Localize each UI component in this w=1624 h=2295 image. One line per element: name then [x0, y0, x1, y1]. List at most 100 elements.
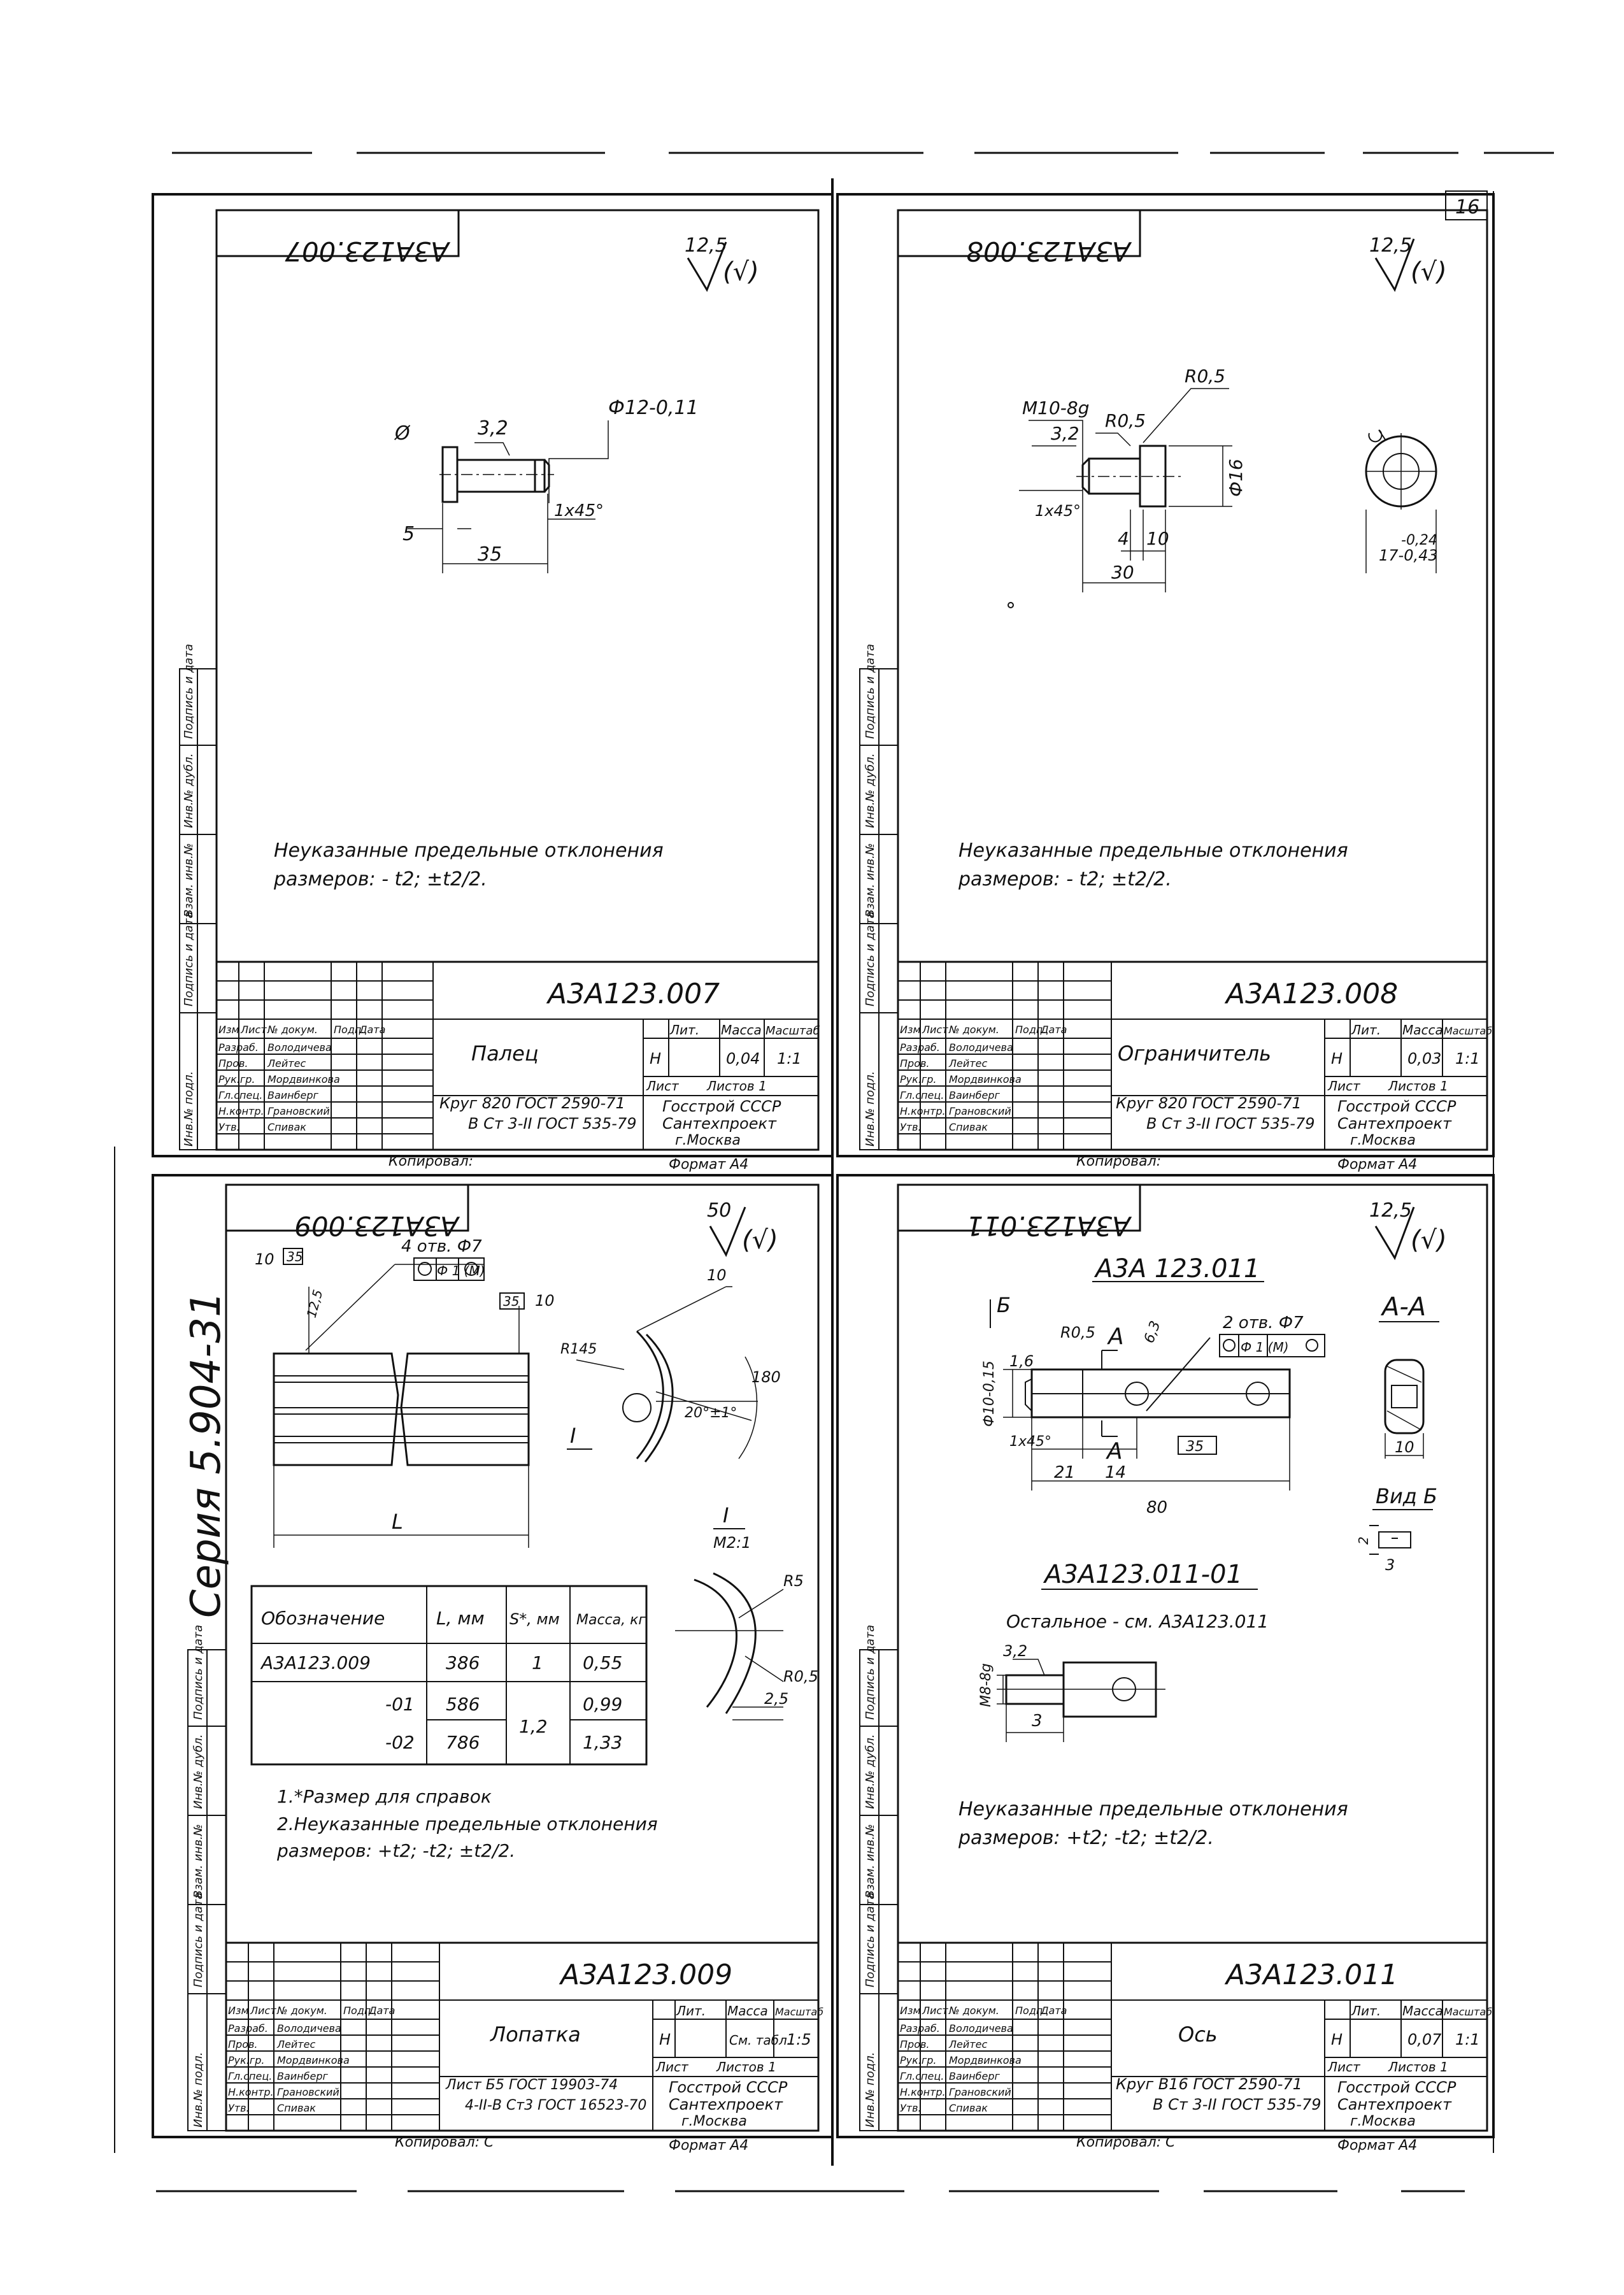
- stamp-text: Утв.: [228, 2102, 250, 2114]
- dim-12: 12,5: [304, 1288, 326, 1319]
- stamp-roles: Разраб. Пров. Рук.гр. Гл.спец. Н.контр. …: [228, 2022, 274, 2114]
- stamp-text: Володичева: [277, 2022, 341, 2034]
- copied-label: Копировал:: [1076, 2134, 1161, 2150]
- material-1: Лист Б5 ГОСТ 19903-74: [445, 2077, 618, 2093]
- format-label: Формат А4: [1337, 1157, 1417, 1173]
- copied-label: Копировал:: [395, 2134, 480, 2150]
- side-labels-q4: Инв.№ подл. Подпись и дата Взам. инв.№ И…: [864, 1625, 877, 2127]
- dim-dia: Ф16: [1225, 459, 1246, 497]
- format-label: Формат А4: [1337, 2138, 1417, 2154]
- dim-180: 180: [751, 1368, 781, 1386]
- title-code: А3А123.008: [1224, 978, 1398, 1010]
- table-cell: 786: [446, 1732, 480, 1753]
- title-code: А3А123.009: [559, 1959, 732, 1991]
- part-view-lopatka: 4 отв. Ф7 Ф 1 (М) 10 35 12,5 35 10 L 10 …: [255, 1237, 818, 1720]
- title-block-011: А3А123.011 Ось Лит. Масса Масштаб Н 0,07…: [897, 1941, 1492, 2132]
- stamp-text: Изм: [218, 1024, 239, 1036]
- page-number-box: 16: [1445, 190, 1488, 220]
- code-mirrored: А3А123.009: [294, 1210, 460, 1241]
- dim-r2: R0,5: [1185, 366, 1225, 387]
- stamp-text: Инв.№ дубл.: [182, 754, 196, 828]
- material-1: Круг 820 ГОСТ 2590-71: [439, 1094, 625, 1112]
- stamp-text: Рук.гр.: [218, 1073, 255, 1085]
- title-lit: Н: [650, 1050, 661, 1068]
- page-number: 16: [1455, 196, 1479, 218]
- material-1: Круг В16 ГОСТ 2590-71: [1116, 2075, 1302, 2093]
- dim-21: 21: [1054, 1463, 1075, 1482]
- stamp-text: Дата: [1040, 1024, 1067, 1036]
- org-3: г.Москва: [1350, 2113, 1416, 2129]
- dim-r1: R0,5: [1105, 410, 1146, 431]
- stamp-text: № докум.: [948, 2005, 999, 2017]
- var-3: 3: [1032, 1712, 1043, 1731]
- drawing-a3a123-008: А3А123.008 12,5 (√) М10-8g 3,2 R0,5 R0,5…: [836, 193, 1495, 1173]
- stamp-text: Спивак: [267, 1121, 306, 1133]
- roughness-value: 12,5: [1369, 1199, 1412, 1222]
- detail-mark: I: [723, 1503, 729, 1527]
- section-label: А-А: [1380, 1292, 1426, 1322]
- note-line-1: Неуказанные предельные отклонения: [274, 840, 664, 862]
- stamp-text: Подпись и дата: [182, 912, 196, 1006]
- view-label: Вид Б: [1376, 1484, 1437, 1508]
- hdr-lit: Лит.: [669, 1022, 699, 1038]
- roughness-value: 12,5: [1369, 234, 1412, 257]
- stamp-text: Лейтес: [948, 1057, 987, 1069]
- stamp-text: Ваинберг: [277, 2070, 329, 2082]
- stamp-text: Разраб.: [228, 2022, 268, 2034]
- title-lit: Н: [1331, 1050, 1343, 1068]
- table-cell: 1,33: [583, 1732, 622, 1753]
- stamp-text: Изм: [228, 2005, 249, 2017]
- var-rough: 3,2: [1003, 1642, 1027, 1660]
- org-2: Сантехпроект: [1337, 2096, 1452, 2113]
- stamp-text: Подп.: [334, 1024, 364, 1036]
- dim-16: 1,6: [1009, 1352, 1034, 1370]
- title-scale: 1:5: [787, 2031, 811, 2048]
- code-mirrored: А3А123.008: [966, 236, 1132, 267]
- note-line-1: 1.*Размер для справок: [277, 1786, 492, 1807]
- stamp-text: Подп.: [1015, 1024, 1046, 1036]
- dim-25: 2,5: [764, 1690, 788, 1708]
- stamp-text: Грановский: [949, 2086, 1011, 2098]
- stamp-text: Утв.: [218, 1121, 240, 1133]
- dim-5: 5: [402, 523, 415, 545]
- stamp-text: Инв.№ подл.: [864, 1071, 877, 1147]
- dim-flag: Ø: [394, 422, 411, 445]
- stamp-text: Подпись и дата: [864, 1625, 877, 1720]
- stamp-roles: Разраб. Пров. Рук.гр. Гл.спец. Н.контр. …: [900, 2022, 946, 2114]
- stamp-text: Подпись и дата: [864, 644, 877, 739]
- org-2: Сантехпроект: [1337, 1115, 1452, 1133]
- stamp-text: Ваинберг: [949, 1089, 1001, 1101]
- table-cell: 586: [446, 1694, 480, 1715]
- org-1: Госстрой СССР: [1337, 2078, 1457, 2096]
- roughness-value: 50: [707, 1199, 731, 1222]
- roughness-paren: (√): [742, 1226, 778, 1255]
- stamp-text: Подпись и дата: [864, 1892, 877, 1987]
- dim-r145: R145: [560, 1341, 597, 1357]
- hdr-sheets: Листов 1: [706, 1078, 767, 1094]
- stamp-text: Лист: [922, 1024, 948, 1036]
- stamp-text: Рук.гр.: [900, 2054, 937, 2066]
- view-2: 2: [1356, 1536, 1371, 1545]
- stamp-text: Лейтес: [948, 2038, 987, 2050]
- stamp-names: Володичева Лейтес Мордвинкова Ваинберг Г…: [948, 2022, 1022, 2114]
- stamp-text: Пров.: [900, 2038, 930, 2050]
- stamp-text: Гл.спец.: [900, 2070, 944, 2082]
- title-name: Лопатка: [490, 2022, 581, 2047]
- stamp-text: Утв.: [900, 2102, 922, 2114]
- dim-10a: 10: [255, 1250, 274, 1268]
- table-cell: А3А123.009: [260, 1652, 371, 1673]
- variants-table: Обозначение L, мм S*, мм Масса, кг А3А12…: [250, 1585, 648, 1766]
- drawing-a3a123-009: А3А123.009 50 (√) 4 отв. Ф7 Ф 1 (М) 10 3…: [152, 1174, 834, 2154]
- hdr-sheet: Лист: [1327, 2059, 1361, 2075]
- dim-30: 30: [1111, 562, 1134, 583]
- format-label: Формат А4: [669, 2138, 748, 2154]
- dim-chamfer: 1х45°: [554, 501, 604, 520]
- table-cell: 0,99: [583, 1694, 622, 1715]
- table-cell: -01: [385, 1694, 415, 1715]
- table-cell: 1,2: [519, 1716, 548, 1737]
- stamp-text: Спивак: [949, 1121, 988, 1133]
- hdr-mass: Масса: [1402, 2003, 1443, 2019]
- stamp-text: Подпись и дата: [192, 1892, 205, 1987]
- stamp-text: Дата: [359, 1024, 385, 1036]
